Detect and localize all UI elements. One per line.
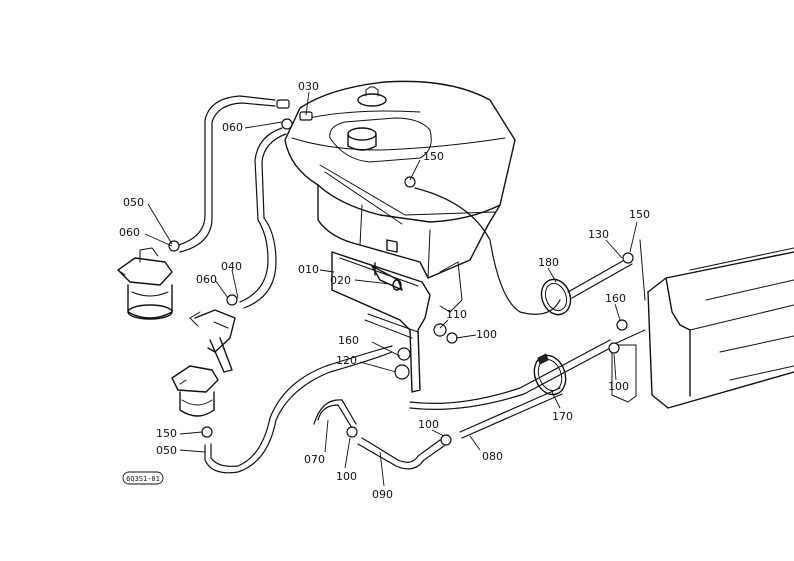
callout-050: 050 <box>156 444 177 457</box>
callout-060: 060 <box>119 226 140 239</box>
callout-090: 090 <box>372 488 393 501</box>
callout-170: 170 <box>552 410 573 423</box>
callout-010: 010 <box>298 263 319 276</box>
callout-160: 160 <box>605 292 626 305</box>
tank-bracket <box>331 251 463 393</box>
fuel-tank <box>284 80 516 279</box>
callout-labels: 030 060 150 050 060 040 060 010 020 180 … <box>119 80 650 501</box>
callout-030: 030 <box>298 80 319 93</box>
callout-070: 070 <box>304 453 325 466</box>
injection-pump <box>189 309 236 373</box>
fuel-hoses <box>174 95 633 474</box>
callout-100: 100 <box>608 380 629 393</box>
callout-060: 060 <box>222 121 243 134</box>
callout-080: 080 <box>482 450 503 463</box>
callout-100: 100 <box>418 418 439 431</box>
fuel-filter-lower <box>171 365 219 417</box>
drawing-code-tag: 6Q3S1-01 <box>122 471 164 485</box>
callout-050: 050 <box>123 196 144 209</box>
callout-180: 180 <box>538 256 559 269</box>
callout-100: 100 <box>476 328 497 341</box>
right-housing <box>611 239 794 409</box>
drawing-code: 6Q3S1-01 <box>126 475 160 483</box>
callout-150: 150 <box>629 208 650 221</box>
callout-150: 150 <box>156 427 177 440</box>
callout-130: 130 <box>588 228 609 241</box>
callout-110: 110 <box>446 308 467 321</box>
clamps <box>168 99 634 446</box>
callout-100: 100 <box>336 470 357 483</box>
callout-020: 020 <box>330 274 351 287</box>
leader-lines <box>144 91 638 487</box>
callout-040: 040 <box>221 260 242 273</box>
fuel-filter-upper <box>117 247 173 320</box>
callout-150: 150 <box>423 150 444 163</box>
callout-060: 060 <box>196 273 217 286</box>
callout-120: 120 <box>336 354 357 367</box>
fuel-cock <box>371 262 403 291</box>
callout-160: 160 <box>338 334 359 347</box>
